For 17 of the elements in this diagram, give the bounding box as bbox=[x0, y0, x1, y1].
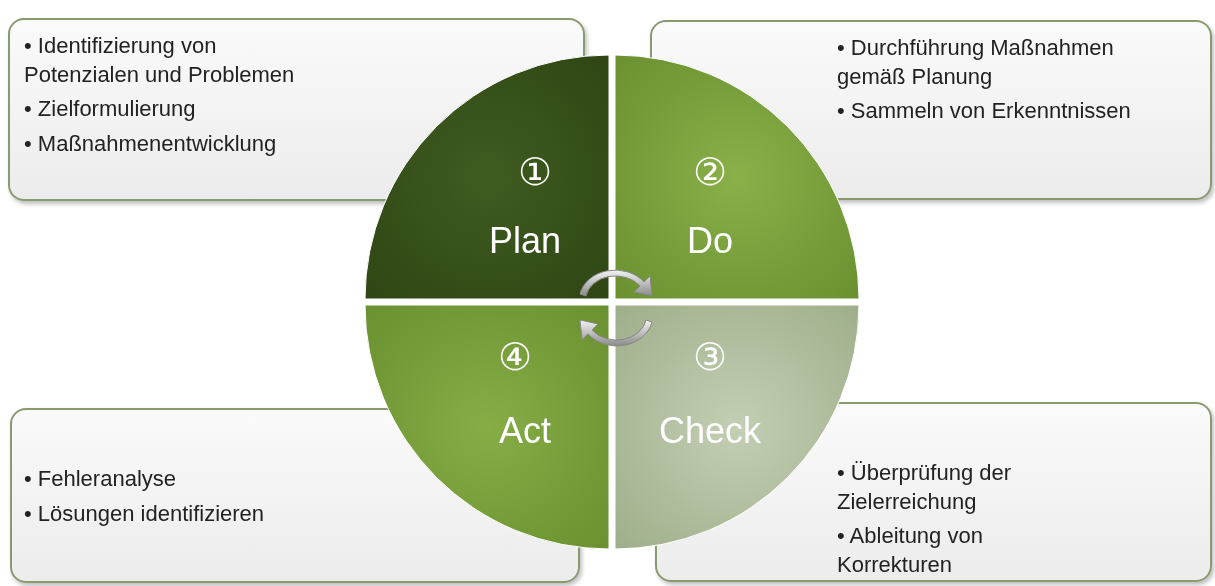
bullet-item: • Lösungen identifizieren bbox=[24, 499, 266, 528]
bullet-item: • Maßnahmenentwicklung bbox=[24, 129, 278, 158]
phase-label: Check bbox=[659, 410, 761, 452]
bullet-item: • Zielformulierung bbox=[24, 95, 197, 124]
bullet-item: • Überprüfung der Zielerreichung bbox=[837, 459, 1013, 516]
phase-label: Plan bbox=[488, 220, 562, 262]
step-number: ② bbox=[692, 150, 728, 194]
step-number: ③ bbox=[692, 335, 728, 379]
phase-label: Do bbox=[687, 220, 733, 262]
bullet-item: • Fehleranalyse bbox=[24, 465, 177, 493]
bullet-item: • Ableitung von Korrekturen bbox=[837, 522, 984, 579]
bullet-item: • Sammeln von Erkenntnissen bbox=[837, 97, 1132, 126]
bullet-item: • Durchführung Maßnahmen gemäß Planung bbox=[837, 34, 1115, 91]
step-number: ① bbox=[517, 150, 553, 194]
step-number: ④ bbox=[497, 335, 533, 379]
bullet-item: • Identifizierung von Potenzialen und Problemen bbox=[24, 32, 296, 89]
phase-label: Act bbox=[499, 410, 551, 452]
